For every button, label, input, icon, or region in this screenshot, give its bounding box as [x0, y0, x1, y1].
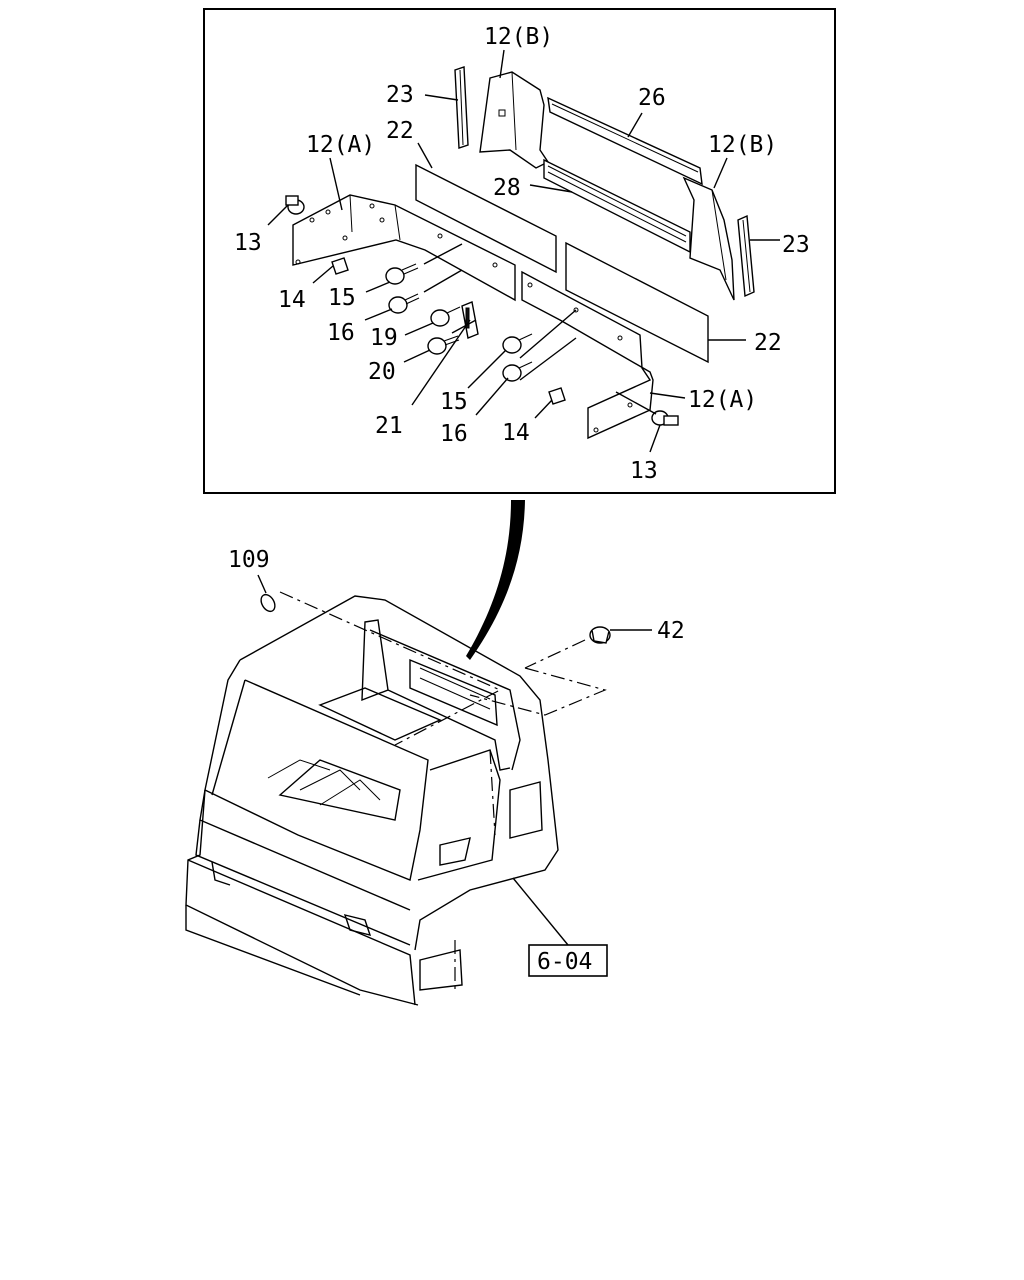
callout-13-left: 13: [234, 230, 262, 256]
connector-pointer: [466, 500, 525, 660]
cover-26: [547, 96, 703, 186]
weatherstrip-23-right: [737, 214, 755, 298]
callout-19: 19: [370, 325, 398, 351]
bracket-12a-right: [521, 270, 654, 440]
callout-42: 42: [657, 618, 685, 644]
callout-16-right: 16: [440, 421, 468, 447]
callout-14-left: 14: [278, 287, 306, 313]
callout-12a-left: 12(A): [306, 132, 375, 158]
bolt-20: [427, 335, 460, 355]
bolt-16-left: [388, 293, 420, 314]
detail-frame: [203, 8, 836, 494]
reference-box[interactable]: 6-04: [528, 944, 608, 977]
grommet-42: [589, 626, 611, 644]
callout-109: 109: [228, 547, 270, 573]
detail-leaders: [267, 49, 780, 453]
callout-14-right: 14: [502, 420, 530, 446]
bracket-12a-left: [292, 194, 516, 302]
screw-15-left: [385, 263, 419, 285]
weatherstrip-23-left: [454, 66, 469, 149]
callout-20: 20: [368, 359, 396, 385]
screw-15-right: [502, 333, 533, 354]
clip-14-left: [331, 257, 349, 275]
plug-109: [260, 593, 276, 613]
callout-12a-right: 12(A): [688, 387, 757, 413]
callout-12b-top: 12(B): [484, 24, 553, 50]
screw-19: [430, 306, 461, 327]
bolt-13-left: [285, 195, 305, 215]
callout-13-right: 13: [630, 458, 658, 484]
cover-28: [543, 158, 691, 254]
bracket-12b-top: [479, 71, 550, 169]
callout-28: 28: [493, 175, 521, 201]
callout-23-left: 23: [386, 82, 414, 108]
callout-16-left: 16: [327, 320, 355, 346]
pad-22-top: [415, 163, 557, 274]
callout-23-right: 23: [782, 232, 810, 258]
bolt-13-right: [651, 410, 679, 426]
callout-26: 26: [638, 85, 666, 111]
callout-15-right: 15: [440, 389, 468, 415]
reference-label: 6-04: [537, 949, 592, 975]
callout-21: 21: [375, 413, 403, 439]
truck-cab: [185, 591, 607, 1006]
pad-22-right: [565, 241, 709, 364]
callout-15-left: 15: [328, 285, 356, 311]
bracket-12b-right: [682, 176, 735, 301]
callout-12b-right: 12(B): [708, 132, 777, 158]
callout-22-right: 22: [754, 330, 782, 356]
bolt-16-right: [502, 361, 533, 382]
callout-22-top: 22: [386, 118, 414, 144]
